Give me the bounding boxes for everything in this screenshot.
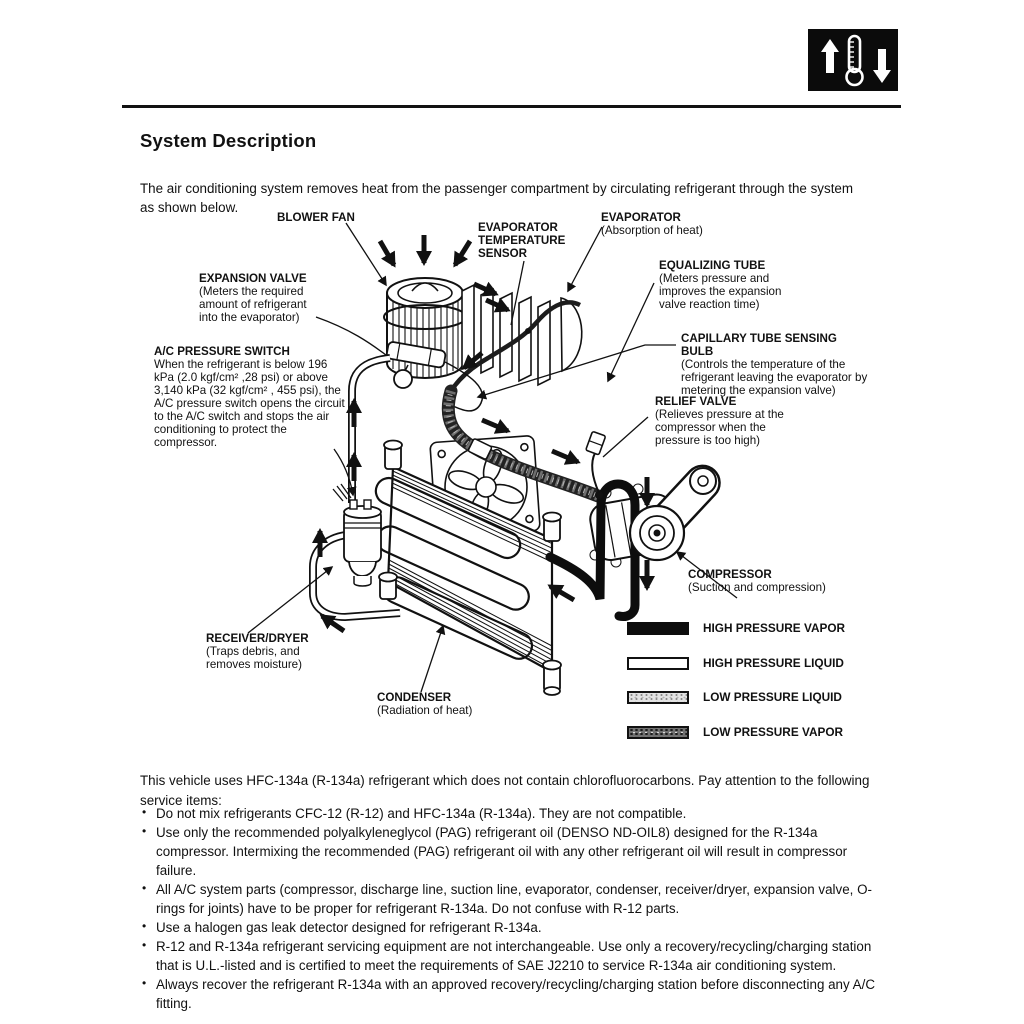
- service-note-item: Do not mix refrigerants CFC-12 (R-12) an…: [141, 803, 891, 823]
- service-note-item: Use a halogen gas leak detector designed…: [141, 917, 891, 937]
- callout-evaporator-temperature-sensor: EVAPORATOR TEMPERATURE SENSOR: [478, 221, 566, 260]
- callout-compressor: COMPRESSOR (Suction and compression): [688, 568, 826, 594]
- service-note-item: All A/C system parts (compressor, discha…: [141, 879, 891, 918]
- temperature-thermometer-icon: [808, 29, 898, 91]
- flow-arrows-liquid: [312, 398, 362, 634]
- callout-evaporator: EVAPORATOR (Absorption of heat): [601, 211, 703, 237]
- callout-receiver-dryer: RECEIVER/DRYER (Traps debris, and remove…: [206, 632, 309, 671]
- callout-ac-pressure-switch: A/C PRESSURE SWITCH When the refrigerant…: [154, 345, 345, 449]
- thermometer-glyph: [845, 34, 864, 87]
- air-intake-arrows: [377, 235, 473, 268]
- service-items-list: Do not mix refrigerants CFC-12 (R-12) an…: [141, 803, 891, 1013]
- heater-ac-chapter-icon: [808, 29, 898, 91]
- suction-hose: [441, 384, 605, 503]
- callout-equalizing-tube: EQUALIZING TUBE (Meters pressure and imp…: [659, 259, 782, 311]
- page-title: System Description: [140, 130, 317, 152]
- callout-condenser: CONDENSER (Radiation of heat): [377, 691, 473, 717]
- flow-arrows-evaporator: [461, 281, 511, 370]
- legend-item: HIGH PRESSURE VAPOR: [627, 621, 845, 635]
- discharge-pipe: [545, 479, 640, 621]
- evaporator-tube: [449, 300, 582, 393]
- intro-paragraph: The air conditioning system removes heat…: [140, 181, 854, 216]
- relief-valve-wire: [585, 431, 606, 499]
- callout-lines: [247, 222, 738, 693]
- legend-swatch-low-pressure-liquid: [627, 690, 689, 704]
- callout-blower-fan: BLOWER FAN: [277, 211, 355, 224]
- compressor-pulley: [628, 464, 721, 562]
- callout-capillary-tube-sensing-bulb: CAPILLARY TUBE SENSING BULB (Controls th…: [681, 332, 868, 397]
- flow-arrows-discharge: [547, 477, 655, 603]
- service-note-item: R-12 and R-134a refrigerant servicing eq…: [141, 936, 891, 975]
- sensor-dot: [525, 328, 531, 334]
- legend-swatch-low-pressure-vapor: [627, 725, 689, 739]
- header-rule: [122, 105, 901, 108]
- flow-arrows-suction: [481, 417, 581, 465]
- legend-swatch-high-pressure-liquid: [627, 656, 689, 670]
- condenser-panel: [374, 439, 562, 696]
- legend-swatch-high-pressure-vapor: [627, 621, 689, 635]
- service-note-item: Use only the recommended polyalkylenegly…: [141, 822, 891, 880]
- callout-relief-valve: RELIEF VALVE (Relieves pressure at the c…: [655, 395, 784, 447]
- legend-item: LOW PRESSURE VAPOR: [627, 725, 843, 739]
- up-arrow-icon: [821, 39, 839, 73]
- ac-system-illustration: [247, 222, 738, 696]
- callout-expansion-valve: EXPANSION VALVE (Meters the required amo…: [199, 272, 307, 324]
- service-note-item: Always recover the refrigerant R-134a wi…: [141, 974, 891, 1013]
- legend-item: LOW PRESSURE LIQUID: [627, 690, 842, 704]
- expansion-valve-drawing: [385, 341, 484, 412]
- down-arrow-icon: [873, 49, 891, 83]
- evaporator-fins: [461, 283, 583, 387]
- legend-item: HIGH PRESSURE LIQUID: [627, 656, 844, 670]
